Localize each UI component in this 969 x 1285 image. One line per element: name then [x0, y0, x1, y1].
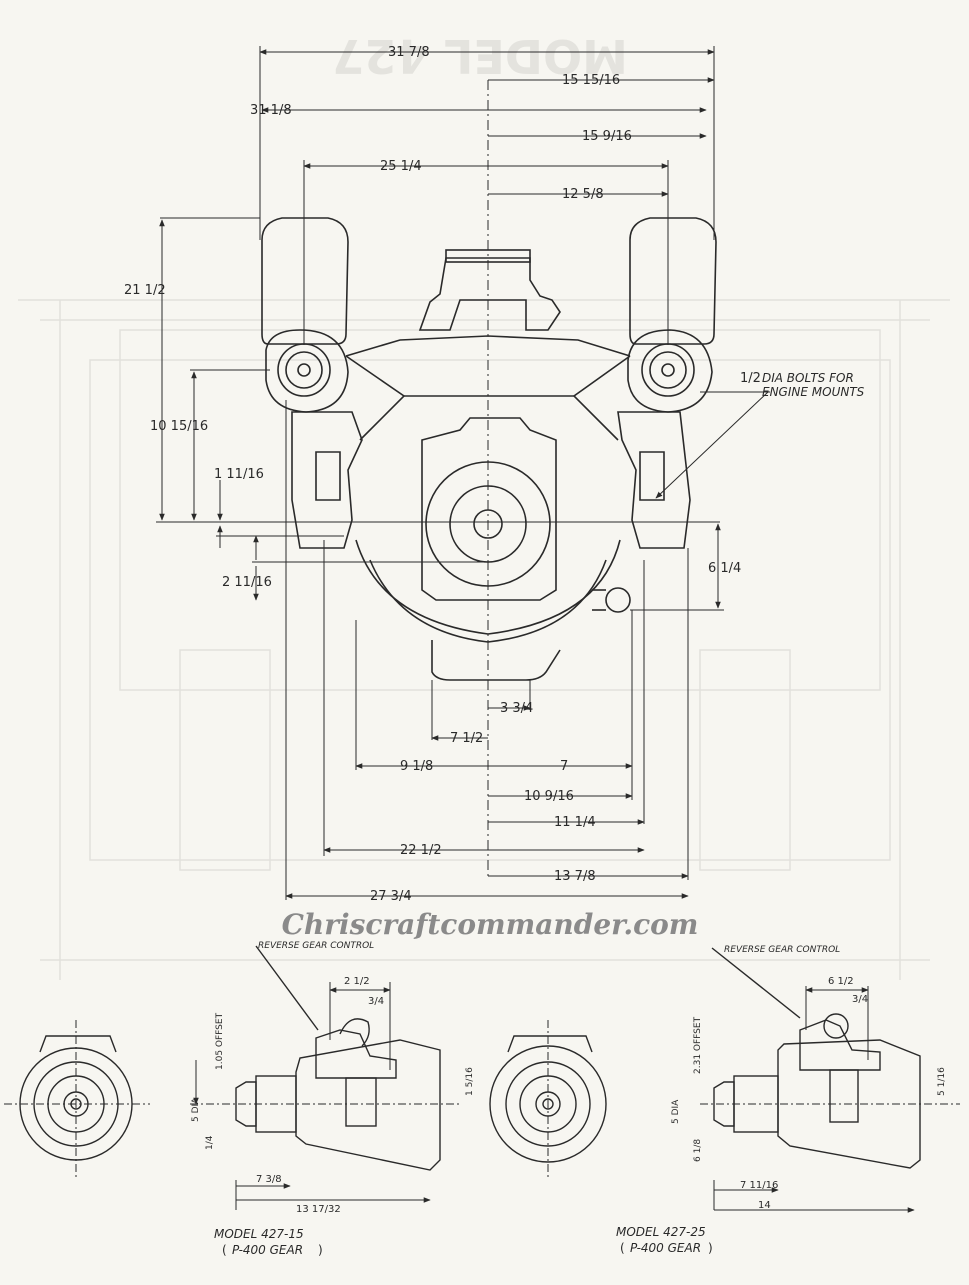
main-dimension-labels: 31 7/8 15 15/16 31 1/8 15 9/16 25 1/4 12…: [124, 45, 865, 904]
dim-3-3-4: 3 3/4: [500, 701, 533, 716]
dim-22-1-2: 22 1/2: [400, 843, 442, 858]
model-427-25-title: MODEL 427-25: [616, 1225, 706, 1239]
gear-label-left: P-400 GEAR: [232, 1243, 303, 1257]
dim-left-3-4: 3/4: [368, 996, 384, 1007]
mount-note-line2: ENGINE MOUNTS: [762, 385, 865, 399]
dim-27-3-4: 27 3/4: [370, 889, 412, 904]
dim-right-14: 14: [758, 1200, 771, 1211]
model-ghost-header: MODEL 427: [332, 29, 628, 83]
dim-right-7-11-16: 7 11/16: [740, 1180, 778, 1191]
mount-note-fraction: 1/2: [740, 371, 761, 386]
model-427-15-labels: REVERSE GEAR CONTROL 1.05 OFFSET 5 DIA 2…: [191, 941, 475, 1257]
mount-note-line1: DIA BOLTS FOR: [762, 371, 854, 385]
model-427-25-labels: REVERSE GEAR CONTROL 2.31 OFFSET 5 DIA 6…: [616, 945, 947, 1255]
dim-9-1-8: 9 1/8: [400, 759, 433, 774]
offset-label-right: 2.31 OFFSET: [693, 1016, 703, 1074]
model-427-15-drawings: [4, 945, 460, 1210]
dim-2-11-16: 2 11/16: [222, 575, 272, 590]
paren-close-right: ): [708, 1241, 713, 1255]
dim-31-1-8: 31 1/8: [250, 103, 292, 118]
bleed-through-lines: [18, 299, 950, 980]
dim-left-1-5-16: 1 5/16: [465, 1067, 475, 1096]
dim-25-1-4: 25 1/4: [380, 159, 422, 174]
dim-11-1-4: 11 1/4: [554, 815, 596, 830]
dim-right-5-1-16: 5 1/16: [937, 1067, 947, 1096]
dim-right-6-1-8: 6 1/8: [693, 1139, 703, 1162]
dia-label-right: 5 DIA: [671, 1099, 681, 1124]
model-427-25-drawings: [489, 947, 960, 1213]
dim-right-6-1-2: 6 1/2: [828, 976, 854, 987]
reverse-gear-label-right: REVERSE GEAR CONTROL: [724, 945, 840, 955]
dim-left-13-17-32: 13 17/32: [296, 1204, 341, 1215]
dim-left-2-1-2: 2 1/2: [344, 976, 370, 987]
offset-label-left: 1.05 OFFSET: [215, 1012, 225, 1070]
dim-1-11-16: 1 11/16: [214, 467, 264, 482]
dim-31-7-8: 31 7/8: [388, 45, 430, 60]
dim-6-1-4: 6 1/4: [708, 561, 741, 576]
paren-open-left: (: [222, 1243, 227, 1257]
model-427-15-title: MODEL 427-15: [214, 1227, 304, 1241]
dim-15-15-16: 15 15/16: [562, 73, 620, 88]
dim-left-1-4: 1/4: [205, 1135, 215, 1150]
paren-close-left: ): [318, 1243, 323, 1257]
dim-21-1-2: 21 1/2: [124, 283, 166, 298]
website-watermark: Chriscraftcommander.com: [282, 908, 699, 941]
dim-7: 7: [560, 759, 568, 774]
dim-left-7-3-8: 7 3/8: [256, 1174, 282, 1185]
dim-7-1-2: 7 1/2: [450, 731, 483, 746]
dim-13-7-8: 13 7/8: [554, 869, 596, 884]
dim-10-9-16: 10 9/16: [524, 789, 574, 804]
reverse-gear-label-left: REVERSE GEAR CONTROL: [258, 941, 374, 951]
engine-front-view: [261, 80, 717, 880]
dia-label-left: 5 DIA: [191, 1097, 201, 1122]
dim-12-5-8: 12 5/8: [562, 187, 604, 202]
dim-right-3-4: 3/4: [852, 994, 868, 1005]
gear-label-right: P-400 GEAR: [630, 1241, 701, 1255]
main-dimension-lines: [156, 46, 770, 900]
dim-15-9-16: 15 9/16: [582, 129, 632, 144]
dim-10-15-16: 10 15/16: [150, 419, 208, 434]
paren-open-right: (: [620, 1241, 625, 1255]
